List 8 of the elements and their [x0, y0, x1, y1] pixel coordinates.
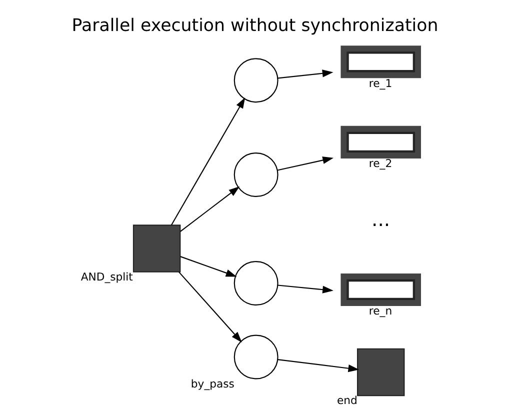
node-label: re_1 — [368, 76, 392, 90]
diagram-title: Parallel execution without synchronization — [72, 16, 438, 36]
node-label: re_n — [368, 304, 392, 318]
node-label: by_pass — [190, 377, 234, 390]
node-label: end — [337, 394, 358, 408]
label: ... — [372, 208, 390, 232]
node-label: re_2 — [368, 157, 392, 170]
node-label: AND_split — [80, 270, 133, 284]
